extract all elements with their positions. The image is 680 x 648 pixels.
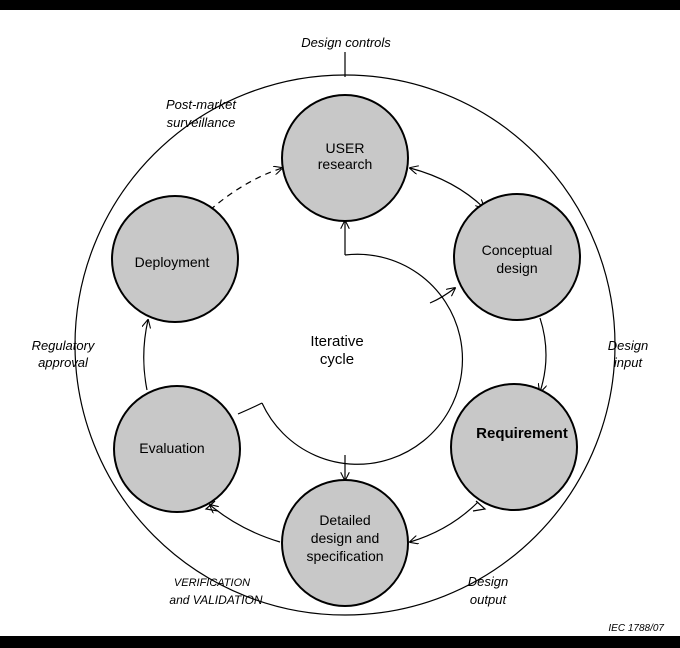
label-design-input: Design input [608,338,648,370]
node-detailed-design-line-3: specification [306,548,383,564]
label-design-controls: Design controls [301,35,391,50]
label-design-output-line-2: output [470,592,508,607]
label-verification-validation: VERIFICATION and VALIDATION [169,577,262,607]
label-verification-line-1: VERIFICATION [174,577,250,589]
label-design-input-line-2: input [614,355,644,370]
arrow-evaluation-to-deployment [144,320,148,391]
iterative-cycle-line-2: cycle [320,351,354,368]
label-regulatory-approval: Regulatory approval [32,338,96,370]
label-design-output-line-1: Design [468,574,508,589]
outer-ring-arrowhead-right [472,500,487,512]
arrow-requirement-to-detailed [410,501,479,542]
node-requirement-line-1: Requirement [476,425,568,442]
label-verification-line-2: and VALIDATION [169,593,262,607]
node-detailed-design-line-2: design and [311,530,380,546]
label-regulatory-line-2: approval [38,355,89,370]
iterative-loop-arc [261,253,464,465]
label-design-input-line-1: Design [608,338,648,353]
label-post-market-line-1: Post-market [166,97,237,112]
label-post-market-line-2: surveillance [167,115,236,130]
figure-reference: IEC 1788/07 [608,623,664,634]
iterative-loop-from-evaluation [237,402,263,415]
node-evaluation: Evaluation [113,385,241,513]
iterative-loop-to-conceptual [429,288,455,304]
node-detailed-design-line-1: Detailed [319,512,370,528]
iterative-cycle-line-1: Iterative [310,333,363,350]
node-evaluation-line-1: Evaluation [139,440,204,456]
iterative-cycle-label: Iterative cycle [310,333,363,368]
node-conceptual-design: Conceptual design [453,193,581,321]
arrow-conceptual-to-requirement [540,317,546,392]
label-regulatory-line-1: Regulatory [32,338,96,353]
outer-ring-arrowhead-left [204,500,219,512]
node-detailed-design: Detailed design and specification [281,479,409,607]
label-post-market-surveillance: Post-market surveillance [166,97,237,130]
node-deployment: Deployment [111,195,239,323]
node-user-research-line-2: research [318,156,372,172]
node-conceptual-design-line-2: design [496,260,537,276]
arrow-detailed-to-evaluation [210,505,281,543]
label-design-output: Design output [468,574,508,607]
label-design-controls-line-1: Design controls [301,35,391,50]
arrow-research-to-conceptual [410,168,484,208]
node-requirement: Requirement [450,383,578,511]
node-deployment-line-1: Deployment [135,254,210,270]
node-user-research: USER research [281,94,409,222]
node-user-research-line-1: USER [326,140,365,156]
node-conceptual-design-line-1: Conceptual [482,242,553,258]
